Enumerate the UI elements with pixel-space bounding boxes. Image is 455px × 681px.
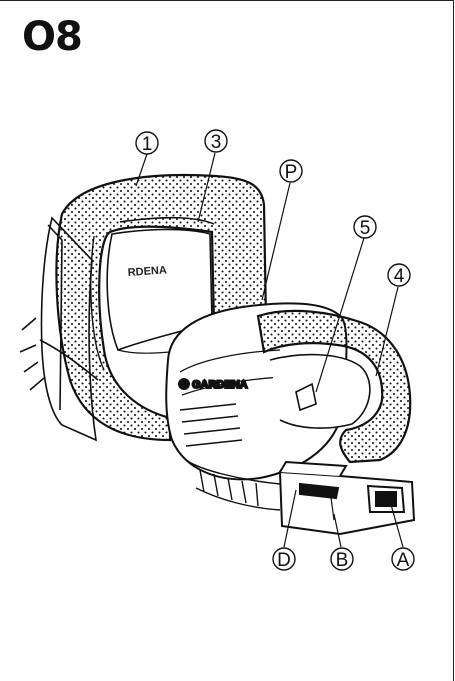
callout-4: 4 [387,263,411,287]
callout-5: 5 [353,215,377,239]
svg-text:A: A [397,550,410,571]
front-handle: RDENA [55,173,268,442]
callout-p: P [279,159,303,183]
rear-handle [256,309,412,464]
callout-3: 3 [204,129,228,153]
svg-text:5: 5 [360,218,371,239]
callout-b: B [330,547,354,571]
motor-housing: GARDENA [165,302,348,481]
callout-a: A [391,547,415,571]
svg-text:1: 1 [142,134,153,155]
svg-text:B: B [336,550,349,571]
svg-text:4: 4 [394,266,405,287]
callout-d: D [272,547,296,571]
housing-brand-label: GARDENA [192,379,248,391]
trigger-switch [295,382,317,412]
svg-text:3: 3 [211,132,222,153]
leader-lines [135,152,404,548]
guard-brand-label: RDENA [127,264,167,279]
battery-icon [278,460,416,536]
page-id: O8 [22,14,83,60]
svg-text:P: P [285,162,298,183]
housing-base [185,459,281,511]
svg-text:D: D [277,550,291,571]
callout-1: 1 [135,131,159,155]
